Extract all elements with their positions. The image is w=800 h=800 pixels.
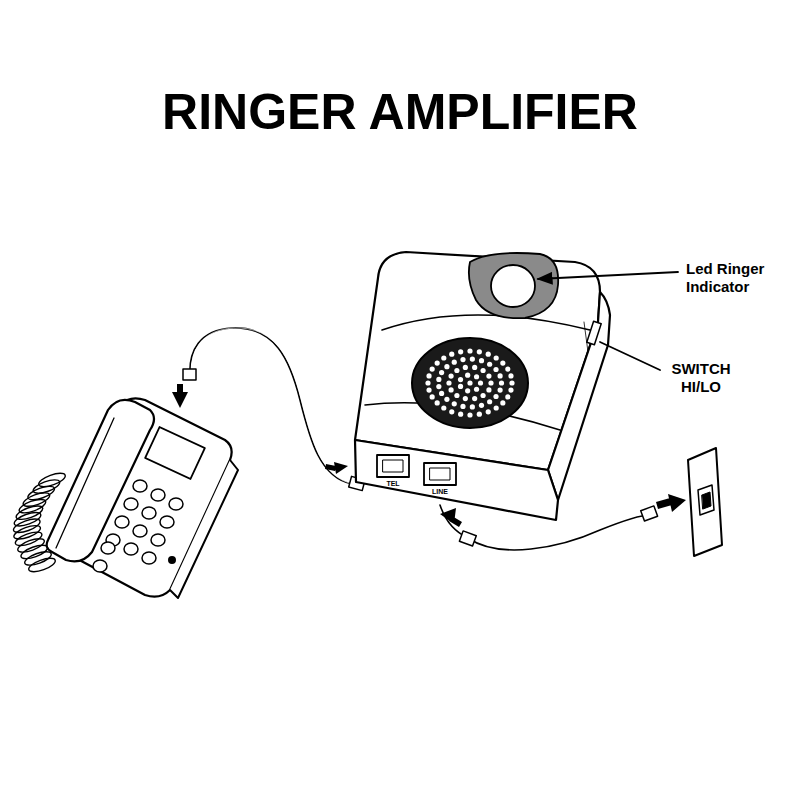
- speaker-grille: [412, 338, 528, 428]
- tel-port: [377, 455, 409, 477]
- connect-arrow: [656, 494, 686, 512]
- port-label: LINE: [422, 488, 458, 496]
- leader-line: [600, 342, 660, 370]
- port-label: TEL: [375, 480, 411, 488]
- connect-arrow: [440, 508, 462, 527]
- led-surround: [469, 253, 558, 318]
- connect-arrow: [172, 384, 188, 408]
- connect-arrow: [325, 462, 348, 474]
- led-ringer-indicator: [491, 265, 535, 307]
- line-port: [424, 463, 456, 485]
- plug: [641, 506, 658, 521]
- amplifier-base: [355, 440, 558, 520]
- callout-label: Led Ringer Indicator: [686, 260, 792, 296]
- wall-plate: [688, 448, 722, 556]
- line-cord: [468, 515, 650, 550]
- hi-lo-switch: [587, 321, 601, 344]
- callout-label: SWITCH HI/LO: [655, 360, 747, 396]
- phone-display: [145, 427, 205, 479]
- plug: [459, 531, 476, 546]
- leader-line: [538, 272, 678, 279]
- title: RINGER AMPLIFIER: [0, 82, 800, 142]
- plug: [183, 369, 196, 380]
